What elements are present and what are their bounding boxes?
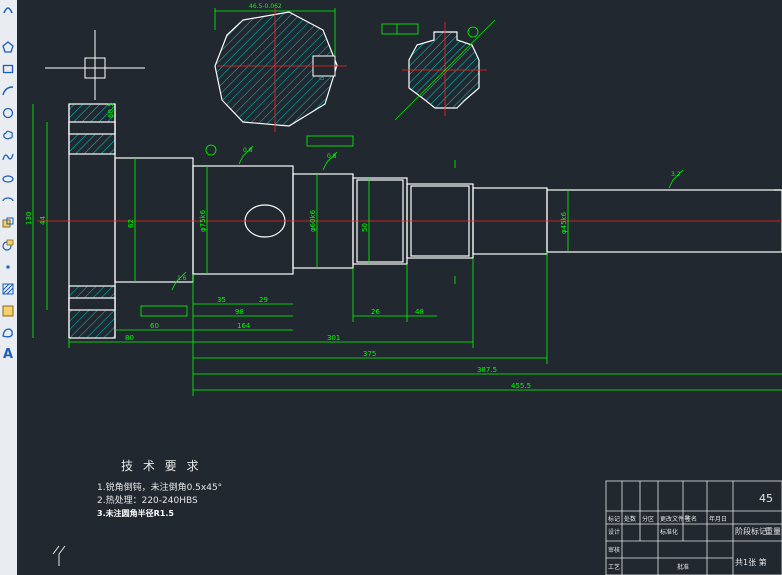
tech-req-item-2: 2.热处理：220-240HBS — [97, 494, 198, 506]
svg-text:设计: 设计 — [608, 528, 620, 536]
arc-3pt-tool-icon[interactable] — [1, 84, 15, 98]
ucs-icon — [52, 545, 66, 566]
svg-text:阶段标记: 阶段标记 — [735, 526, 767, 536]
text-tool-icon[interactable]: A — [2, 347, 14, 362]
svg-text:签名: 签名 — [685, 515, 697, 523]
svg-text:387.5: 387.5 — [477, 366, 497, 374]
circle-tool-icon[interactable] — [1, 106, 15, 120]
svg-text:φ60k6: φ60k6 — [309, 209, 317, 232]
svg-text:共1张 第: 共1张 第 — [735, 557, 767, 567]
crosshair-cursor — [45, 30, 145, 100]
svg-text:1.6: 1.6 — [177, 275, 187, 282]
section-view-spline — [381, 19, 496, 121]
svg-text:50: 50 — [361, 223, 369, 232]
svg-text:164: 164 — [237, 322, 251, 330]
shaft-drawing: 46.5-0.062 ▭ — [25, 3, 782, 575]
tech-req-title: 技 术 要 求 — [121, 459, 201, 473]
svg-text:455.5: 455.5 — [511, 382, 531, 390]
svg-text:标记: 标记 — [608, 515, 620, 523]
spline-tool-icon[interactable] — [1, 150, 15, 164]
title-block-texts: 45 标记 处数 分区 更改文件号 签名 年月日 设计 标准化 阶段标记 重量 … — [608, 492, 781, 571]
surface-roughness-marks: 0.8 0.8 3.2 1.6 — [171, 145, 684, 291]
tech-req-item-1: 1.锐角倒钝，未注倒角0.5x45° — [97, 481, 222, 493]
top-section-dim-text: 46.5-0.062 — [249, 3, 282, 10]
svg-text:130: 130 — [25, 212, 33, 225]
point-tool-icon[interactable] — [1, 260, 15, 274]
svg-text:处数: 处数 — [624, 515, 636, 523]
svg-text:62: 62 — [127, 219, 135, 228]
ellipse-arc-tool-icon[interactable] — [1, 194, 15, 208]
horizontal-dimension-texts: 60 29 35 98 164 26 48 80 301 375 387.5 4… — [125, 296, 531, 390]
svg-text:60: 60 — [150, 322, 159, 330]
svg-text:3.2: 3.2 — [671, 171, 681, 178]
technical-requirements: 技 术 要 求 1.锐角倒钝，未注倒角0.5x45° 2.热处理：220-240… — [97, 459, 222, 518]
svg-text:26: 26 — [371, 308, 380, 316]
svg-text:审核: 审核 — [608, 546, 620, 554]
shaft-main-view — [68, 103, 782, 339]
svg-text:φ45k6: φ45k6 — [560, 211, 568, 234]
svg-text:29: 29 — [259, 296, 268, 304]
vertical-dimension-texts: 130 44 62 φ75k6 φ60k6 50 φ45k6 60.5 — [25, 102, 568, 234]
material-text: 45 — [759, 492, 773, 505]
svg-text:标准化: 标准化 — [660, 528, 678, 536]
gradient-tool-icon[interactable] — [1, 304, 15, 318]
rectangle-tool-icon[interactable] — [1, 62, 15, 76]
svg-text:48: 48 — [415, 308, 424, 316]
svg-text:301: 301 — [327, 334, 340, 342]
title-block — [605, 480, 782, 575]
svg-text:60.5: 60.5 — [107, 102, 115, 118]
svg-text:重量: 重量 — [765, 526, 781, 536]
svg-text:80: 80 — [125, 334, 134, 342]
svg-text:0.8: 0.8 — [327, 153, 337, 160]
svg-text:φ75k6: φ75k6 — [199, 209, 207, 232]
insert-block-tool-icon[interactable] — [1, 216, 15, 230]
vertical-dimensions — [32, 104, 569, 338]
region-tool-icon[interactable] — [1, 326, 15, 340]
polygon-tool-icon[interactable] — [1, 40, 15, 54]
arc-tool-icon[interactable] — [1, 2, 15, 16]
svg-text:▭: ▭ — [319, 75, 325, 82]
svg-text:0.8: 0.8 — [243, 147, 253, 154]
horizontal-dimensions — [68, 252, 782, 396]
section-view-gear-hub: 46.5-0.062 ▭ — [214, 3, 347, 132]
svg-text:年月日: 年月日 — [709, 515, 727, 523]
make-block-tool-icon[interactable] — [1, 238, 15, 252]
svg-text:更改文件号: 更改文件号 — [660, 515, 690, 523]
svg-text:批准: 批准 — [677, 563, 689, 571]
datum-symbols — [140, 135, 456, 317]
ellipse-tool-icon[interactable] — [1, 172, 15, 186]
svg-text:98: 98 — [235, 308, 244, 316]
tech-req-item-3: 3.未注圆角半径R1.5 — [97, 508, 174, 518]
svg-text:375: 375 — [363, 350, 376, 358]
svg-text:工艺: 工艺 — [608, 563, 620, 571]
hatch-tool-icon[interactable] — [1, 282, 15, 296]
svg-text:44: 44 — [39, 216, 47, 225]
drawing-canvas[interactable]: 46.5-0.062 ▭ — [17, 0, 782, 575]
svg-text:35: 35 — [217, 296, 226, 304]
svg-text:分区: 分区 — [642, 515, 654, 523]
revcloud-tool-icon[interactable] — [1, 128, 15, 142]
draw-toolbar: A — [0, 0, 18, 575]
